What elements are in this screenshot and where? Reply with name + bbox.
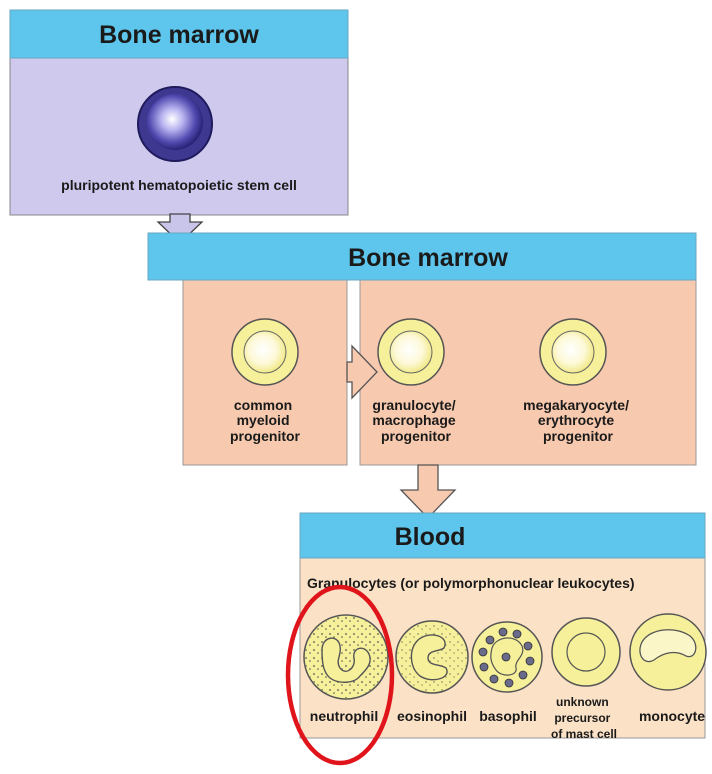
basophil-cell-icon <box>472 622 542 692</box>
myeloid-progenitor-label: common myeloid progenitor <box>230 397 301 444</box>
megakaryocyte-erythrocyte-progenitor-cell-icon <box>540 319 606 385</box>
stem-panel-title: Bone marrow <box>99 21 259 49</box>
stem-panel: Bone marrow pluripotent hematopoietic st… <box>10 10 348 215</box>
myeloid-progenitor-cell-icon <box>232 319 298 385</box>
granulocyte-macrophage-progenitor-cell-icon <box>378 319 444 385</box>
mast-cell-precursor-label: unknown precursor of mast cell <box>551 695 617 741</box>
arrow-down-icon <box>401 465 455 518</box>
monocyte-cell-icon <box>630 614 706 690</box>
eosinophil-cell-icon <box>396 621 468 693</box>
blood-panel-header <box>300 513 705 558</box>
blood-panel: Blood Granulocytes (or polymorphonuclear… <box>300 513 706 741</box>
monocyte-label: monocyte <box>639 708 705 724</box>
granulocyte-macrophage-progenitor-label: granulocyte/ macrophage progenitor <box>372 397 459 444</box>
basophil-label: basophil <box>479 708 537 724</box>
granulocytes-subheader: Granulocytes (or polymorphonuclear leuko… <box>307 575 635 591</box>
progenitor-panel: Bone marrow common myeloid progenitor gr… <box>148 233 696 465</box>
neutrophil-label: neutrophil <box>310 708 378 724</box>
neutrophil-cell-icon <box>304 615 388 699</box>
progenitor-panel-title: Bone marrow <box>348 244 508 272</box>
eosinophil-label: eosinophil <box>397 708 467 724</box>
mast-cell-precursor-icon <box>552 618 620 686</box>
blood-panel-title: Blood <box>395 523 466 551</box>
stem-cell-icon <box>138 87 212 161</box>
stem-cell-label: pluripotent hematopoietic stem cell <box>61 177 297 193</box>
